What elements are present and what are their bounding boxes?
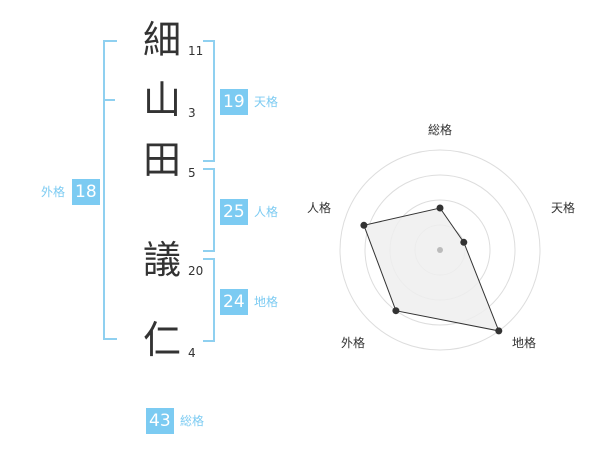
stroke-count-2: 3 xyxy=(188,106,196,120)
jinkaku-bracket xyxy=(203,168,215,252)
radar-axis-label-soukaku: 総格 xyxy=(428,122,452,137)
radar-point-3 xyxy=(392,307,400,315)
chikaku-bracket xyxy=(203,258,215,342)
name-char-5: 仁 xyxy=(142,318,181,362)
soukaku-label: 総格 xyxy=(180,414,205,428)
tenkaku-label: 天格 xyxy=(254,95,279,109)
name-char-1: 細 xyxy=(142,18,181,62)
tenkaku-value-badge: 19 xyxy=(220,89,248,115)
gaikaku-bracket-mid xyxy=(103,99,115,101)
jinkaku-label: 人格 xyxy=(254,205,279,219)
radar-axis-label-chikaku: 地格 xyxy=(512,335,536,350)
radar-ring-3 xyxy=(364,174,516,326)
radar-ring-4 xyxy=(339,149,541,351)
radar-center-dot xyxy=(437,247,443,253)
radar-axis-label-gaikaku: 外格 xyxy=(341,335,365,350)
radar-points xyxy=(360,204,503,335)
stroke-count-5: 4 xyxy=(188,346,196,360)
name-char-3: 田 xyxy=(142,138,181,182)
radar-point-1 xyxy=(460,238,468,246)
radar-axis-label-jinkaku: 人格 xyxy=(307,200,331,215)
stroke-count-4: 20 xyxy=(188,264,204,278)
name-char-4: 議 xyxy=(142,238,181,282)
soukaku-value-badge: 43 xyxy=(146,408,174,434)
radar-axis-label-tenkaku: 天格 xyxy=(551,200,575,215)
tenkaku-bracket xyxy=(203,40,215,162)
chikaku-value-badge: 24 xyxy=(220,289,248,315)
gaikaku-label: 外格 xyxy=(41,185,66,199)
name-char-2: 山 xyxy=(142,78,181,122)
stroke-count-3: 5 xyxy=(188,166,196,180)
radar-point-0 xyxy=(436,204,444,212)
radar-polygon xyxy=(363,207,500,332)
radar-point-4 xyxy=(360,221,368,229)
gaikaku-value-badge: 18 xyxy=(72,179,100,205)
chikaku-label: 地格 xyxy=(254,295,279,309)
radar-shape xyxy=(363,207,500,332)
radar-point-2 xyxy=(495,327,503,335)
gaikaku-bracket xyxy=(103,40,117,340)
jinkaku-value-badge: 25 xyxy=(220,199,248,225)
stroke-count-1: 11 xyxy=(188,44,204,58)
